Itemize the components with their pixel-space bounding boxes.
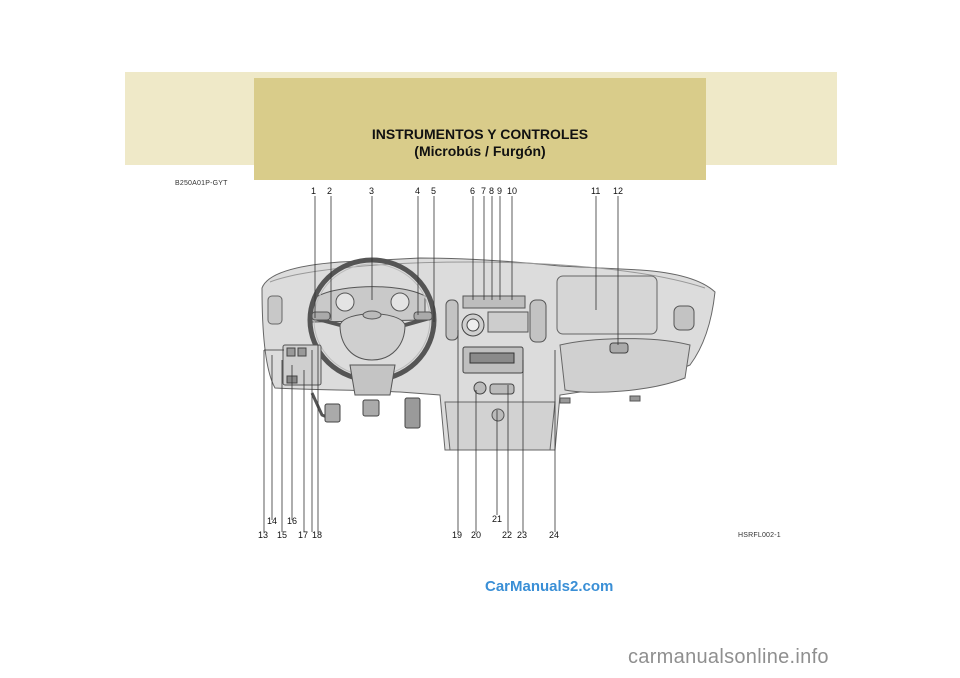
callout-8: 8 bbox=[489, 186, 494, 196]
callout-21: 21 bbox=[492, 514, 502, 524]
accelerator-pedal bbox=[405, 398, 420, 428]
callout-23: 23 bbox=[517, 530, 527, 540]
climate-panel bbox=[488, 312, 528, 332]
passenger-airbag-panel bbox=[557, 276, 657, 334]
callout-13: 13 bbox=[258, 530, 268, 540]
callout-6: 6 bbox=[470, 186, 475, 196]
brake-pedal bbox=[363, 400, 379, 416]
callout-14: 14 bbox=[267, 516, 277, 526]
callout-17: 17 bbox=[298, 530, 308, 540]
callout-16: 16 bbox=[287, 516, 297, 526]
steering-column bbox=[350, 365, 395, 395]
callout-11: 11 bbox=[591, 186, 600, 196]
callout-5: 5 bbox=[431, 186, 436, 196]
callout-15: 15 bbox=[277, 530, 287, 540]
callout-1: 1 bbox=[311, 186, 316, 196]
callout-22: 22 bbox=[502, 530, 512, 540]
callout-2: 2 bbox=[327, 186, 332, 196]
watermark-link[interactable]: CarManuals2.com bbox=[485, 578, 613, 595]
callout-3: 3 bbox=[369, 186, 374, 196]
callout-20: 20 bbox=[471, 530, 481, 540]
figure-code: HSRFL002-1 bbox=[738, 532, 781, 539]
right-stalk bbox=[414, 312, 432, 320]
callout-18: 18 bbox=[312, 530, 322, 540]
callout-9: 9 bbox=[497, 186, 502, 196]
footer-watermark: carmanualsonline.info bbox=[628, 646, 829, 669]
callout-10: 10 bbox=[507, 186, 517, 196]
callout-4: 4 bbox=[415, 186, 420, 196]
callout-12: 12 bbox=[613, 186, 623, 196]
right-vent bbox=[674, 306, 694, 330]
hazard-switch-panel bbox=[463, 296, 525, 308]
left-vent bbox=[268, 296, 282, 324]
callout-24: 24 bbox=[549, 530, 559, 540]
center-vent-right bbox=[530, 300, 546, 342]
callout-7: 7 bbox=[481, 186, 486, 196]
callout-19: 19 bbox=[452, 530, 462, 540]
center-vent-left bbox=[446, 300, 458, 340]
glove-box-handle bbox=[610, 343, 628, 353]
